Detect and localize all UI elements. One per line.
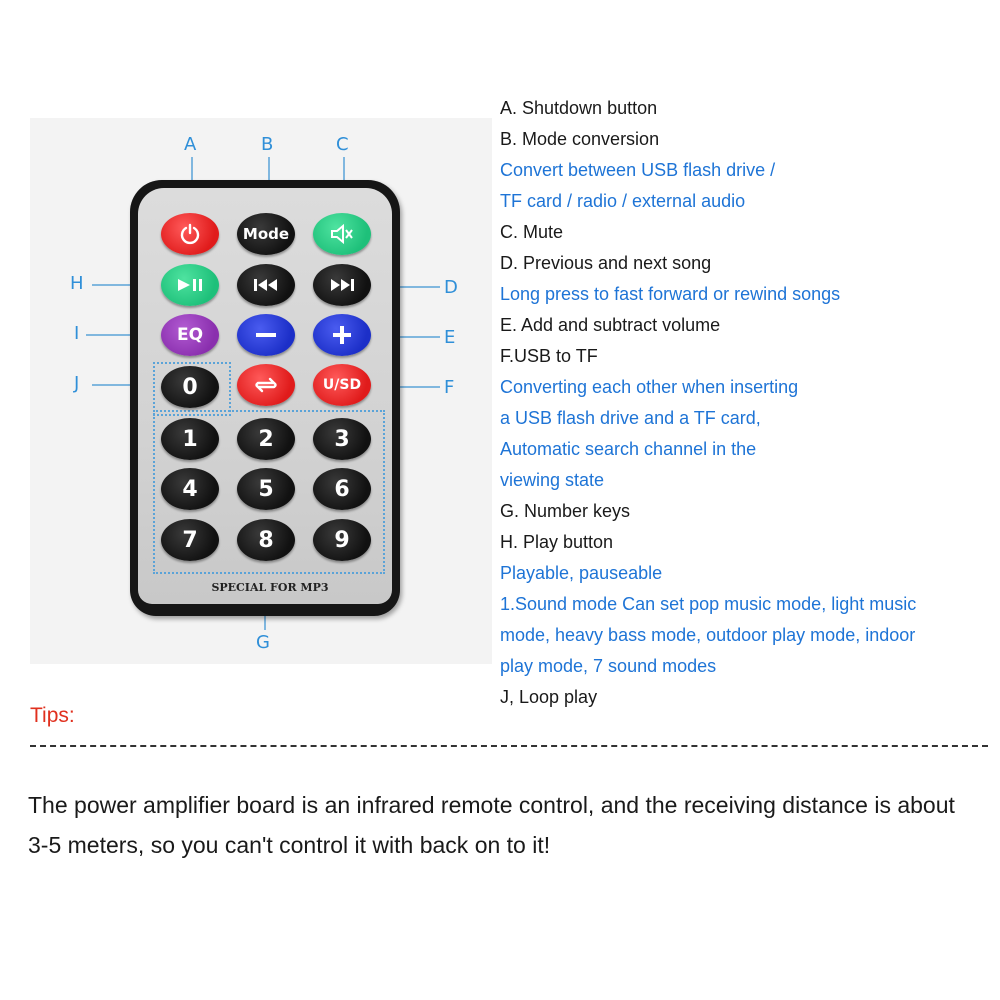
number-key-6-label: 6 — [334, 476, 350, 502]
usb-sd-label: U/SD — [322, 377, 362, 393]
callout-letter-g: G — [256, 632, 270, 653]
volume-down-button[interactable] — [237, 314, 295, 356]
legend-line: Convert between USB flash drive / — [500, 160, 776, 180]
legend-line: Playable, pauseable — [500, 563, 663, 583]
legend-line: J, Loop play — [500, 687, 598, 707]
legend-line: viewing state — [500, 470, 605, 490]
legend-line: H. Play button — [500, 532, 614, 552]
number-key-5[interactable]: 5 — [237, 468, 295, 510]
previous-icon — [254, 279, 277, 291]
power-icon — [180, 223, 200, 245]
legend-line: E. Add and subtract volume — [500, 315, 721, 335]
minus-icon — [256, 333, 276, 337]
mode-label: Mode — [242, 225, 290, 243]
number-key-1-label: 1 — [182, 426, 198, 452]
mute-button[interactable] — [313, 213, 371, 255]
legend-line: F.USB to TF — [500, 346, 598, 366]
legend-line: TF card / radio / external audio — [500, 191, 746, 211]
next-icon — [331, 279, 354, 291]
number-key-2[interactable]: 2 — [237, 418, 295, 460]
legend-line: A. Shutdown button — [500, 98, 658, 118]
plus-icon — [333, 326, 351, 344]
callout-letter-c: C — [336, 134, 349, 155]
number-key-9[interactable]: 9 — [313, 519, 371, 561]
callout-letter-a: A — [184, 134, 197, 155]
number-key-7[interactable]: 7 — [161, 519, 219, 561]
legend-line: D. Previous and next song — [500, 253, 712, 273]
number-key-0-label: 0 — [182, 374, 198, 400]
number-key-4-label: 4 — [182, 476, 198, 502]
number-key-1[interactable]: 1 — [161, 418, 219, 460]
volume-up-button[interactable] — [313, 314, 371, 356]
eq-button[interactable]: EQ — [161, 314, 219, 356]
legend-line: mode, heavy bass mode, outdoor play mode… — [500, 625, 916, 645]
power-button[interactable] — [161, 213, 219, 255]
callout-letter-b: B — [261, 134, 274, 155]
legend-line: B. Mode conversion — [500, 129, 660, 149]
loop-icon — [255, 377, 277, 393]
number-key-6[interactable]: 6 — [313, 468, 371, 510]
remote-model-label: SPECIAL FOR MP3 — [211, 581, 329, 594]
number-key-3-label: 3 — [334, 426, 350, 452]
callout-letter-h: H — [70, 273, 84, 294]
zero-key-box — [153, 362, 231, 416]
legend-line: Automatic search channel in the — [500, 439, 757, 459]
loop-play-button[interactable] — [237, 364, 295, 406]
play-pause-icon — [178, 279, 202, 291]
play-pause-button[interactable] — [161, 264, 219, 306]
number-key-5-label: 5 — [258, 476, 274, 502]
number-key-2-label: 2 — [258, 426, 274, 452]
callout-letter-i: I — [74, 323, 80, 344]
number-key-8-label: 8 — [258, 527, 274, 553]
previous-song-button[interactable] — [237, 264, 295, 306]
usb-sd-button[interactable]: U/SD — [313, 364, 371, 406]
number-key-8[interactable]: 8 — [237, 519, 295, 561]
legend-line: Converting each other when inserting — [500, 377, 799, 397]
legend-line: play mode, 7 sound modes — [500, 656, 717, 676]
mute-icon — [331, 223, 353, 245]
legend-line: 1.Sound mode Can set pop music mode, lig… — [500, 594, 917, 614]
legend-line: a USB flash drive and a TF card, — [500, 408, 761, 428]
eq-label: EQ — [176, 325, 204, 345]
callout-letter-f: F — [444, 377, 455, 398]
tips-label: Tips: — [30, 704, 75, 727]
number-key-3[interactable]: 3 — [313, 418, 371, 460]
number-key-0[interactable]: 0 — [161, 366, 219, 408]
mode-button[interactable]: Mode — [237, 213, 295, 255]
dashed-divider — [30, 745, 988, 747]
number-key-7-label: 7 — [182, 527, 198, 553]
callout-letter-e: E — [444, 327, 456, 348]
number-keys-box — [153, 410, 385, 574]
number-key-4[interactable]: 4 — [161, 468, 219, 510]
next-song-button[interactable] — [313, 264, 371, 306]
tips-note: The power amplifier board is an infrared… — [28, 792, 955, 858]
legend-line: Long press to fast forward or rewind son… — [500, 284, 841, 304]
legend-line: G. Number keys — [500, 501, 631, 521]
callout-letter-d: D — [444, 277, 458, 298]
callout-letter-j: J — [74, 373, 80, 394]
legend-line: C. Mute — [500, 222, 564, 242]
number-key-9-label: 9 — [334, 527, 350, 553]
